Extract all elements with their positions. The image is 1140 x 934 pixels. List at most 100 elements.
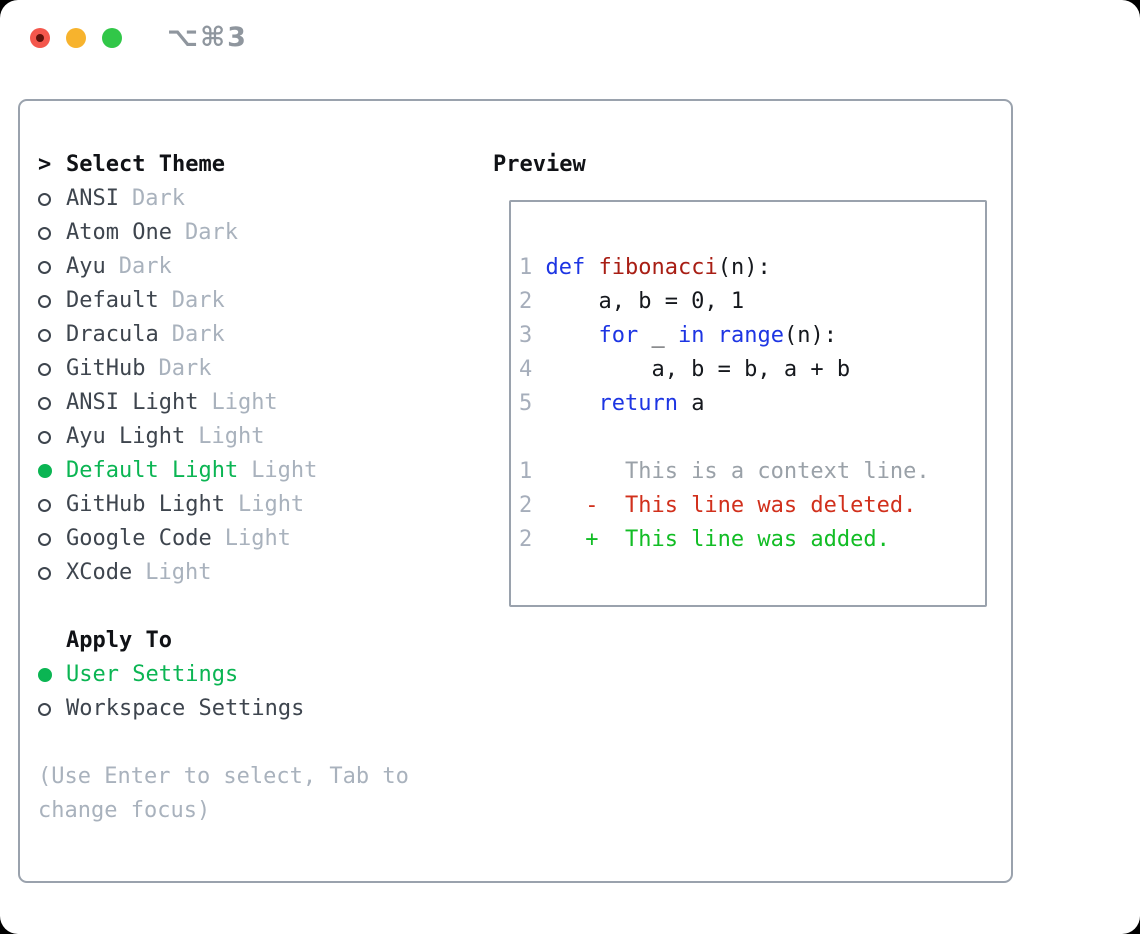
code-segment: (n): — [783, 323, 837, 348]
window-shortcut-label: ⌥⌘3 — [167, 22, 248, 53]
radio-unselected-icon — [38, 702, 66, 716]
code-line: 4 a, b = b, a + b — [519, 353, 985, 387]
code-segment: in — [677, 323, 705, 348]
theme-name: GitHub — [66, 356, 146, 381]
code-segment: - This line was deleted. — [545, 493, 917, 518]
radio-selected-icon — [38, 464, 66, 478]
preview-title: Preview — [493, 152, 586, 177]
zoom-button[interactable] — [102, 28, 122, 48]
code-line: 2 + This line was added. — [519, 523, 985, 557]
code-line: 1 def fibonacci(n): — [519, 251, 985, 285]
theme-option-google-code[interactable]: Google Code Light — [38, 522, 478, 556]
theme-variant-badge: Dark — [131, 186, 185, 211]
theme-variant-badge: Light — [251, 458, 318, 483]
spacer — [38, 726, 478, 760]
theme-option-dracula[interactable]: Dracula Dark — [38, 318, 478, 352]
radio-unselected-icon — [38, 430, 66, 444]
line-number: 1 — [519, 255, 533, 280]
theme-option-ayu-light[interactable]: Ayu Light Light — [38, 420, 478, 454]
theme-name: Default — [66, 288, 159, 313]
code-segment: a, b = b, a + b — [545, 357, 851, 382]
theme-variant-badge: Light — [145, 560, 212, 585]
code-segment: def — [545, 255, 586, 280]
radio-unselected-icon — [38, 498, 66, 512]
code-segment: (n): — [717, 255, 771, 280]
code-segment — [585, 255, 598, 280]
apply-option-label: Workspace Settings — [66, 696, 305, 721]
radio-unselected-icon — [38, 294, 66, 308]
line-number: 4 — [519, 357, 533, 382]
theme-option-ansi[interactable]: ANSI Dark — [38, 182, 478, 216]
theme-variant-badge: Dark — [171, 322, 225, 347]
line-number: 1 — [519, 459, 533, 484]
theme-name: Dracula — [66, 322, 159, 347]
focus-caret-icon: > — [38, 152, 52, 177]
theme-variant-badge: Dark — [118, 254, 172, 279]
theme-name: Ayu — [66, 254, 106, 279]
minimize-button[interactable] — [66, 28, 86, 48]
code-line — [519, 421, 985, 455]
theme-section-title: Select Theme — [66, 152, 225, 177]
code-segment: a, b = 0, 1 — [545, 289, 745, 314]
theme-name: Default Light — [66, 458, 239, 483]
theme-variant-badge: Light — [198, 424, 265, 449]
theme-name: GitHub Light — [66, 492, 225, 517]
theme-option-github-light[interactable]: GitHub Light Light — [38, 488, 478, 522]
code-segment — [545, 391, 598, 416]
line-number: 2 — [519, 493, 533, 518]
line-number: 2 — [519, 527, 533, 552]
code-segment: return — [598, 391, 678, 416]
keyboard-hint: (Use Enter to select, Tab to change focu… — [38, 764, 409, 823]
code-segment: range — [717, 323, 784, 348]
radio-unselected-icon — [38, 226, 66, 240]
radio-unselected-icon — [38, 328, 66, 342]
apply-option-user-settings[interactable]: User Settings — [38, 658, 478, 692]
theme-option-github[interactable]: GitHub Dark — [38, 352, 478, 386]
code-segment: for — [598, 323, 639, 348]
theme-option-default-light[interactable]: Default Light Light — [38, 454, 478, 488]
line-number: 3 — [519, 323, 533, 348]
radio-unselected-icon — [38, 362, 66, 376]
theme-variant-badge: Light — [237, 492, 305, 517]
theme-variant-badge: Light — [224, 526, 291, 551]
radio-unselected-icon — [38, 532, 66, 546]
theme-name: Atom One — [66, 220, 172, 245]
theme-section-header: > Select Theme — [38, 148, 478, 182]
theme-option-xcode[interactable]: XCode Light — [38, 556, 478, 590]
code-segment: a — [677, 391, 705, 416]
theme-name: XCode — [66, 560, 133, 585]
line-number: 2 — [519, 289, 533, 314]
theme-option-atom-one[interactable]: Atom One Dark — [38, 216, 478, 250]
apply-option-label: User Settings — [66, 662, 239, 687]
theme-name: ANSI — [66, 186, 119, 211]
theme-variant-badge: Dark — [158, 356, 212, 381]
radio-unselected-icon — [38, 566, 66, 580]
code-line: 2 - This line was deleted. — [519, 489, 985, 523]
radio-unselected-icon — [38, 396, 66, 410]
theme-variant-badge: Light — [211, 390, 278, 415]
apply-section-title: Apply To — [66, 628, 172, 653]
theme-name: Google Code — [66, 526, 212, 551]
apply-option-workspace-settings[interactable]: Workspace Settings — [38, 692, 478, 726]
code-segment: fibonacci — [598, 255, 718, 280]
code-line: 1 This is a context line. — [519, 455, 985, 489]
close-button[interactable] — [30, 28, 50, 48]
line-number: 5 — [519, 391, 533, 416]
code-segment: + This line was added. — [545, 527, 890, 552]
theme-option-ansi-light[interactable]: ANSI Light Light — [38, 386, 478, 420]
theme-option-ayu[interactable]: Ayu Dark — [38, 250, 478, 284]
theme-variant-badge: Dark — [184, 220, 238, 245]
theme-name: ANSI Light — [66, 390, 199, 415]
spacer — [38, 590, 478, 624]
code-segment — [545, 323, 598, 348]
radio-unselected-icon — [38, 192, 66, 206]
code-line: 5 return a — [519, 387, 985, 421]
theme-name: Ayu Light — [66, 424, 186, 449]
